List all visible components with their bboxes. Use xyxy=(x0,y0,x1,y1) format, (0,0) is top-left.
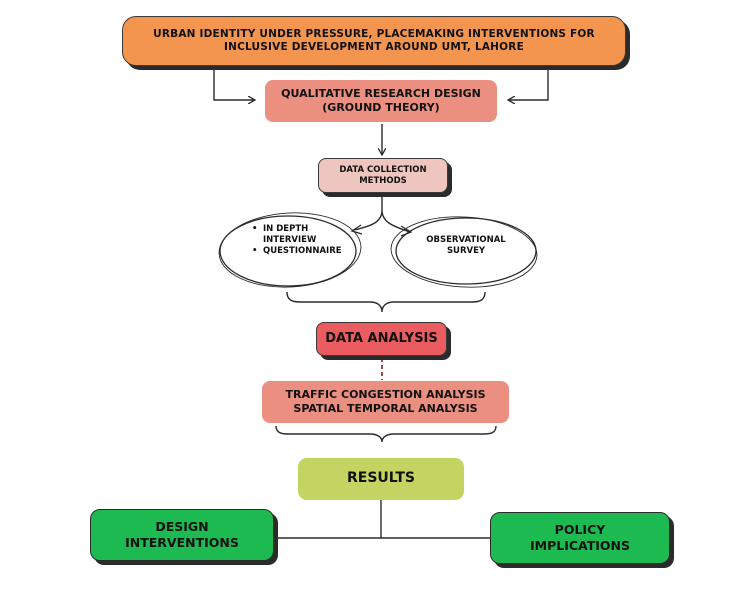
observation-oval-sketch xyxy=(390,216,538,288)
policy-implications-line-1: POLICY xyxy=(554,522,606,538)
observational-line-2: SURVEY xyxy=(446,246,486,257)
interview-item-line-1: IN DEPTH xyxy=(263,224,309,234)
research-design-box: QUALITATIVE RESEARCH DESIGN (GROUND THEO… xyxy=(265,80,497,122)
ovals-brace xyxy=(286,291,486,313)
methods-fork-arrows xyxy=(353,196,411,233)
research-design-line-1: QUALITATIVE RESEARCH DESIGN xyxy=(281,87,481,101)
interview-methods-list: • IN DEPTH INTERVIEW • QUESTIONNAIRE xyxy=(252,224,372,257)
policy-implications-box: POLICY IMPLICATIONS xyxy=(490,512,670,564)
bullet-icon: • xyxy=(252,246,258,257)
observation-oval xyxy=(395,217,537,285)
data-analysis-label: DATA ANALYSIS xyxy=(325,330,438,346)
policy-implications-line-2: IMPLICATIONS xyxy=(529,538,630,553)
title-to-design-left-arrow xyxy=(213,68,254,100)
observational-line-1: OBSERVATIONAL xyxy=(426,235,506,245)
results-label: RESULTS xyxy=(346,470,416,487)
title-to-design-right-arrow xyxy=(509,68,549,100)
design-interventions-box: DESIGN INTERVENTIONS xyxy=(90,509,274,561)
questionnaire-item-line: QUESTIONNAIRE xyxy=(263,246,342,257)
study-title-box: URBAN IDENTITY UNDER PRESSURE, PLACEMAKI… xyxy=(122,16,626,66)
analysis-methods-line-2: SPATIAL TEMPORAL ANALYSIS xyxy=(293,402,478,415)
analysis-brace xyxy=(275,425,497,443)
list-item: • QUESTIONNAIRE xyxy=(252,246,372,257)
results-box: RESULTS xyxy=(298,458,464,500)
design-interventions-line-1: DESIGN xyxy=(155,519,209,535)
design-interventions-line-2: INTERVENTIONS xyxy=(125,535,239,550)
bullet-icon: • xyxy=(252,224,258,234)
data-collection-line-2: METHODS xyxy=(359,175,407,186)
analysis-methods-line-1: TRAFFIC CONGESTION ANALYSIS xyxy=(285,388,486,402)
observational-survey-label: OBSERVATIONAL SURVEY xyxy=(410,235,522,257)
fork-left-head xyxy=(350,224,363,235)
interview-oval-sketch xyxy=(218,212,362,288)
analysis-methods-box: TRAFFIC CONGESTION ANALYSIS SPATIAL TEMP… xyxy=(262,381,509,423)
study-title-line-1: URBAN IDENTITY UNDER PRESSURE, PLACEMAKI… xyxy=(153,27,595,40)
list-item: • IN DEPTH INTERVIEW xyxy=(252,224,372,246)
research-design-line-2: (GROUND THEORY) xyxy=(322,101,440,114)
data-analysis-box: DATA ANALYSIS xyxy=(316,322,447,356)
data-collection-line-1: DATA COLLECTION xyxy=(339,164,427,175)
results-split-lines xyxy=(274,500,490,539)
study-title-line-2: INCLUSIVE DEVELOPMENT AROUND UMT, LAHORE xyxy=(224,41,524,53)
data-collection-box: DATA COLLECTION METHODS xyxy=(318,158,448,193)
interview-item-line-2: INTERVIEW xyxy=(263,235,317,246)
interview-oval xyxy=(219,215,357,287)
